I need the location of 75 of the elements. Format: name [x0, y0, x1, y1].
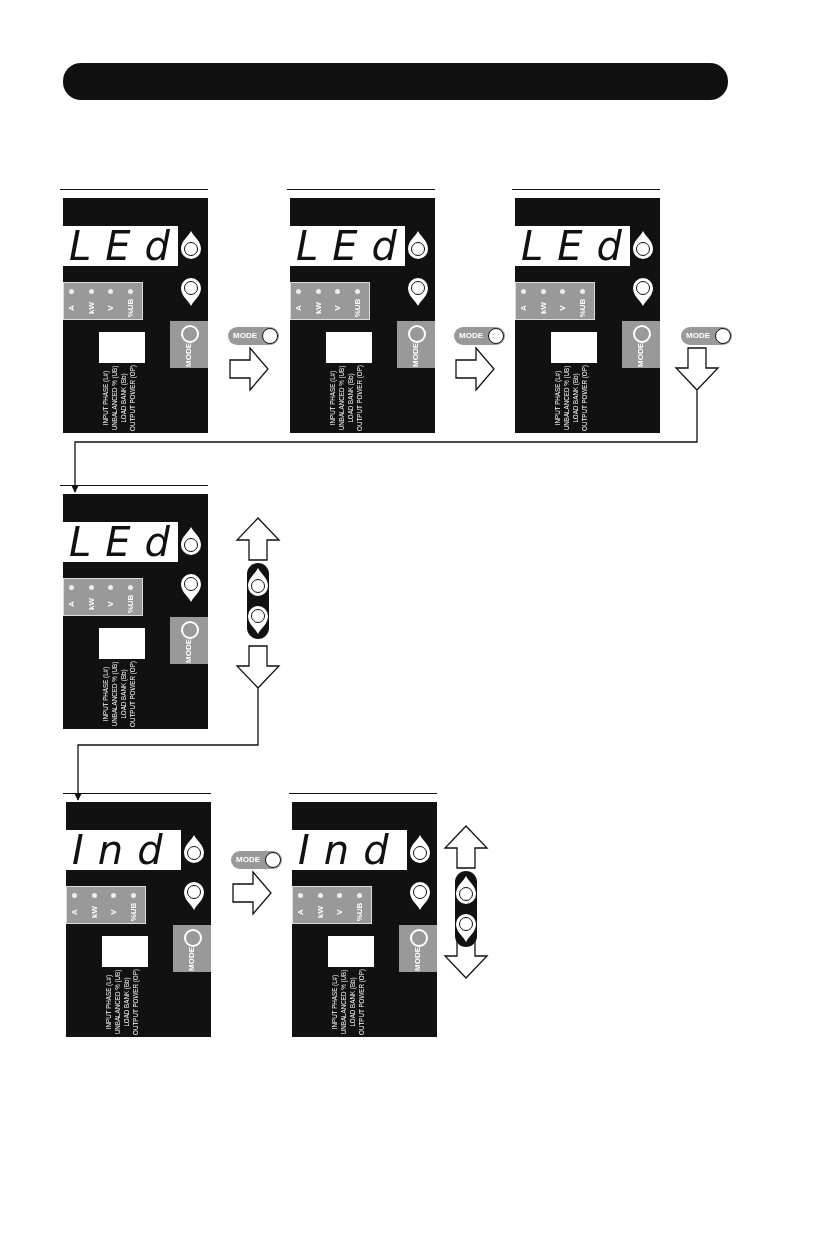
- arrow: [71, 347, 720, 493]
- indicator-label: A: [295, 305, 303, 311]
- mode-list-text: OUTPUT POWER (OP): [132, 969, 140, 1035]
- mode-list-text: UNBALANCED % (UB): [114, 969, 122, 1035]
- mode-list-text: UNBALANCED % (UB): [340, 969, 348, 1035]
- indicator-label: kW: [91, 906, 99, 918]
- indicator-label: A: [68, 601, 76, 607]
- segment-display: LEd: [290, 226, 405, 266]
- indicator-label: A: [68, 305, 76, 311]
- mode-label: MODE: [637, 343, 645, 367]
- mode-list-text: UNBALANCED % (UB): [111, 661, 119, 727]
- indicator-label: kW: [88, 598, 96, 610]
- control-panel: [66, 802, 211, 1037]
- control-panel: [63, 494, 208, 729]
- arrow: [455, 346, 495, 392]
- indicator-label: A: [520, 305, 528, 311]
- mode-label: MODE: [185, 639, 193, 663]
- control-panel: [292, 802, 437, 1037]
- mode-list-text: INPUT PHASE (L#): [102, 370, 110, 426]
- mode-button: MODE: [681, 327, 732, 345]
- indicator-label: kW: [315, 302, 323, 314]
- mode-button: MODE: [231, 851, 282, 869]
- mode-list-text: INPUT PHASE (L#): [554, 370, 562, 426]
- indicator-label: %UB: [130, 902, 138, 922]
- mode-label: MODE: [414, 947, 422, 971]
- indicator-label: V: [334, 305, 342, 311]
- indicator-label: kW: [88, 302, 96, 314]
- mode-list-text: OUTPUT POWER (OP): [358, 969, 366, 1035]
- indicator-label: V: [110, 909, 118, 915]
- indicator-label: A: [297, 909, 305, 915]
- indicator-label: kW: [540, 302, 548, 314]
- segment-display: LEd: [515, 226, 630, 266]
- mode-button: MODE: [228, 327, 279, 345]
- arrow: [74, 645, 281, 801]
- indicator-label: %UB: [127, 594, 135, 614]
- indicator-label: V: [107, 305, 115, 311]
- arrow: [232, 870, 272, 916]
- indicator-label: V: [336, 909, 344, 915]
- segment-display: LEd: [63, 522, 178, 562]
- indicator-label: %UB: [356, 902, 364, 922]
- mode-list-text: INPUT PHASE (L#): [105, 974, 113, 1030]
- mode-list-text: INPUT PHASE (L#): [331, 974, 339, 1030]
- mode-list-text: LOAD BANK (Bb): [347, 373, 355, 423]
- mode-button: MODE: [454, 327, 505, 345]
- indicator-label: %UB: [354, 298, 362, 318]
- mode-list-text: LOAD BANK (Bb): [120, 373, 128, 423]
- control-panel: [63, 198, 208, 433]
- control-panel: [515, 198, 660, 433]
- segment-display: Ind: [66, 830, 181, 870]
- mode-label: MODE: [185, 343, 193, 367]
- mode-list-text: LOAD BANK (Bb): [349, 977, 357, 1027]
- mode-list-text: UNBALANCED % (UB): [338, 365, 346, 431]
- mode-list-text: LOAD BANK (Bb): [120, 669, 128, 719]
- indicator-label: V: [559, 305, 567, 311]
- indicator-label: %UB: [579, 298, 587, 318]
- mode-list-text: LOAD BANK (Bb): [572, 373, 580, 423]
- mode-list-text: INPUT PHASE (L#): [329, 370, 337, 426]
- mode-label: MODE: [188, 947, 196, 971]
- mode-list-text: INPUT PHASE (L#): [102, 666, 110, 722]
- mode-list-text: OUTPUT POWER (OP): [356, 365, 364, 431]
- arrow: [229, 346, 269, 392]
- mode-list-text: UNBALANCED % (UB): [111, 365, 119, 431]
- mode-label: MODE: [412, 343, 420, 367]
- indicator-label: kW: [317, 906, 325, 918]
- control-panel: [290, 198, 435, 433]
- segment-display: Ind: [292, 830, 407, 870]
- mode-list-text: OUTPUT POWER (OP): [581, 365, 589, 431]
- mode-list-text: UNBALANCED % (UB): [563, 365, 571, 431]
- indicator-label: %UB: [127, 298, 135, 318]
- mode-list-text: OUTPUT POWER (OP): [129, 661, 137, 727]
- indicator-label: V: [107, 601, 115, 607]
- indicator-label: A: [71, 909, 79, 915]
- segment-display: LEd: [63, 226, 178, 266]
- mode-list-text: LOAD BANK (Bb): [123, 977, 131, 1027]
- mode-list-text: OUTPUT POWER (OP): [129, 365, 137, 431]
